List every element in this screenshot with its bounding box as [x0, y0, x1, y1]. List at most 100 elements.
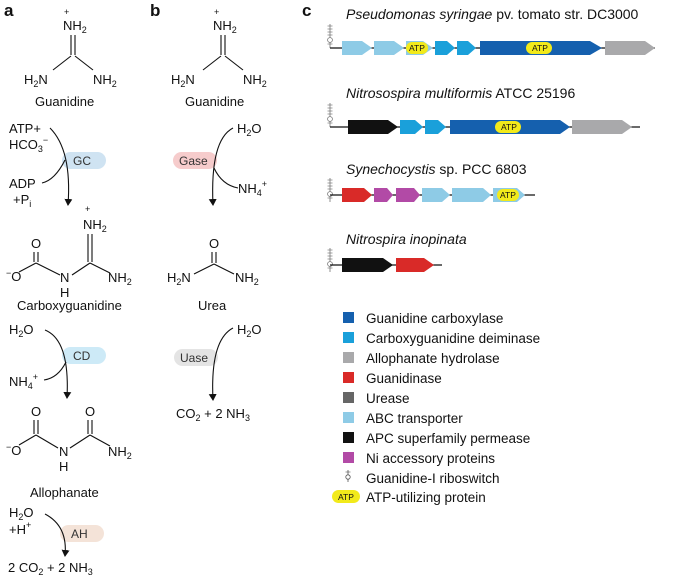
legend-swatch [343, 372, 354, 383]
svg-text:ATP: ATP [409, 43, 425, 53]
svg-text:+Pi: +Pi [13, 192, 31, 209]
legend-swatch [343, 312, 354, 323]
svg-text:+: + [214, 7, 219, 17]
svg-text:H2O: H2O [9, 505, 34, 522]
legend-label: Allophanate hydrolase [366, 351, 500, 366]
guanidine-structure-b: + NH2 H2N NH2 Guanidine [171, 7, 267, 109]
gc-enzyme-pill [62, 152, 106, 169]
cd-enzyme-pill [62, 347, 106, 364]
svg-text:−O: −O [6, 442, 21, 458]
guanidine-label-b: Guanidine [185, 94, 244, 109]
products-label-a: 2 CO2 + 2 NH3 [8, 560, 93, 577]
svg-text:O: O [31, 236, 41, 251]
gene-carboxyguanidine-deiminase [400, 120, 423, 134]
legend-label: Guanidinase [366, 371, 442, 386]
urea-structure: O H2N NH2 Urea [167, 236, 259, 313]
legend-label: ATP-utilizing protein [366, 490, 486, 505]
svg-text:+: + [64, 7, 69, 17]
gene-carboxyguanidine-deiminase [425, 120, 446, 134]
reaction-step-cd: H2O CD NH4+ [9, 322, 106, 399]
operon-synechocystis: Synechocystis sp. PCC 6803 ATP [327, 161, 535, 203]
svg-text:NH2: NH2 [108, 270, 132, 287]
svg-text:Nitrosospira multiformis ATCC: Nitrosospira multiformis ATCC 25196 [346, 85, 575, 101]
panel-label-b: b [150, 1, 160, 20]
atp-badge-icon [526, 42, 552, 54]
svg-text:−O: −O [6, 268, 21, 284]
svg-text:H2N: H2N [171, 72, 195, 89]
ah-enzyme-label: AH [71, 527, 88, 541]
svg-text:ATP: ATP [338, 492, 354, 502]
svg-text:Pseudomonas syringae pv. tomat: Pseudomonas syringae pv. tomato str. DC3… [346, 6, 639, 22]
gene-abc-transporter [452, 188, 491, 202]
carboxyguanidine-structure: + NH2 O −O N H NH2 Carboxyguanidine [6, 204, 132, 313]
svg-text:H: H [59, 459, 68, 474]
gene-abc-transporter [422, 188, 450, 202]
svg-text:H2O: H2O [237, 322, 262, 339]
gene-carboxyguanidine-deiminase [435, 41, 455, 55]
operon-nitrosospira: Nitrosospira multiformis ATCC 25196 ATP [327, 85, 640, 134]
svg-text:H2N: H2N [167, 270, 191, 287]
legend-label: Urease [366, 391, 410, 406]
atp-badge-icon [332, 490, 360, 503]
panel-label-c: c [302, 1, 311, 20]
svg-text:NH2: NH2 [235, 270, 259, 287]
gase-enzyme-label: Gase [179, 154, 208, 168]
cd-enzyme-label: CD [73, 349, 91, 363]
svg-text:N: N [59, 444, 68, 459]
ah-enzyme-pill [60, 525, 104, 542]
legend-label: APC superfamily permease [366, 431, 530, 446]
legend-swatch [343, 392, 354, 403]
svg-text:ADP: ADP [9, 176, 36, 191]
svg-text:+H+: +H+ [9, 520, 31, 537]
riboswitch-icon [327, 102, 333, 128]
guanidine-structure-a: + NH2 H2N NH2 Guanidine [24, 7, 117, 109]
svg-text:NH2: NH2 [213, 18, 237, 35]
legend-label: Ni accessory proteins [366, 451, 495, 466]
svg-text:Nitrospira inopinata: Nitrospira inopinata [346, 231, 467, 247]
svg-text:H2N: H2N [24, 72, 48, 89]
svg-text:NH4+: NH4+ [9, 372, 38, 391]
gene-ni-accessory [396, 188, 420, 202]
svg-text:N: N [60, 270, 69, 285]
svg-text:H: H [60, 285, 69, 300]
svg-text:+: + [85, 204, 90, 214]
gene-apc-permease [348, 120, 398, 134]
svg-text:ATP: ATP [500, 190, 516, 200]
operon-nitrospira: Nitrospira inopinata [327, 231, 467, 273]
uase-enzyme-label: Uase [180, 351, 208, 365]
reaction-step-uase: H2O Uase CO2 + 2 NH3 [174, 322, 262, 423]
svg-text:HCO3−: HCO3− [9, 135, 48, 154]
svg-text:O: O [31, 404, 41, 419]
svg-text:NH2: NH2 [83, 217, 107, 234]
legend: Guanidine carboxylase Carboxyguanidine d… [332, 311, 540, 505]
gene-allophanate-hydrolase [572, 120, 632, 134]
riboswitch-icon [327, 177, 333, 203]
svg-text:ATP: ATP [532, 43, 548, 53]
gene-guanidinase [342, 188, 372, 202]
legend-swatch [343, 352, 354, 363]
svg-text:O: O [209, 236, 219, 251]
gase-enzyme-pill [173, 152, 217, 169]
riboswitch-icon [327, 247, 333, 273]
reaction-step-gase: H2O Gase NH4+ [173, 121, 267, 206]
svg-text:Synechocystis sp. PCC 6803: Synechocystis sp. PCC 6803 [346, 161, 527, 177]
operon-pseudomonas: Pseudomonas syringae pv. tomato str. DC3… [327, 6, 655, 55]
svg-text:H2O: H2O [237, 121, 262, 138]
svg-text:NH2: NH2 [63, 18, 87, 35]
gc-enzyme-label: GC [73, 154, 91, 168]
legend-label: ABC transporter [366, 411, 463, 426]
legend-label: Guanidine carboxylase [366, 311, 503, 326]
allophanate-structure: O O −O N H NH2 Allophanate [6, 404, 132, 500]
gene-allophanate-hydrolase [605, 41, 655, 55]
gene-apc-permease [342, 258, 393, 272]
gene-ni-accessory [374, 188, 393, 202]
svg-text:ATP: ATP [501, 122, 517, 132]
reaction-step-gc: ATP+ HCO3− GC ADP +Pi [9, 121, 106, 209]
svg-text:NH4+: NH4+ [238, 179, 267, 198]
svg-text:NH2: NH2 [93, 72, 117, 89]
svg-text:O: O [85, 404, 95, 419]
products-label-b: CO2 + 2 NH3 [176, 406, 250, 423]
gene-carboxyguanidine-deiminase [457, 41, 476, 55]
atp-badge-icon [495, 121, 521, 133]
